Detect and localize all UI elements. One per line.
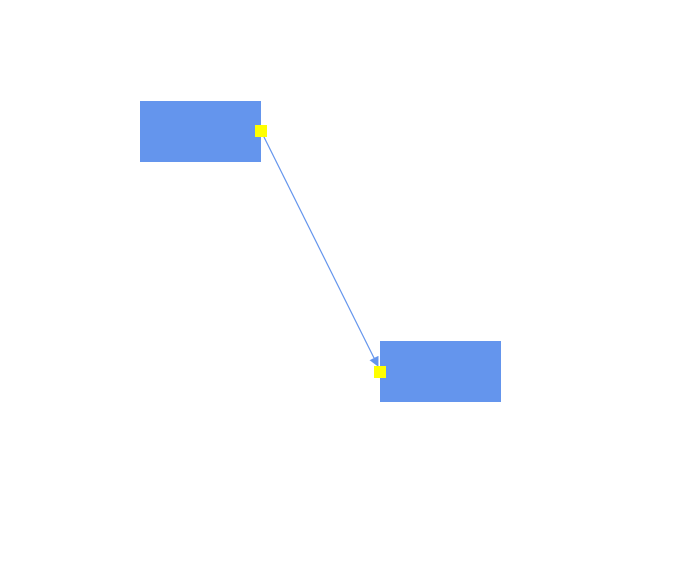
connection-port[interactable]	[255, 125, 267, 137]
connector-arrow[interactable]	[259, 128, 379, 367]
connection-port[interactable]	[374, 366, 386, 378]
diagram-node[interactable]	[140, 101, 261, 162]
diagram-node[interactable]	[380, 341, 501, 402]
